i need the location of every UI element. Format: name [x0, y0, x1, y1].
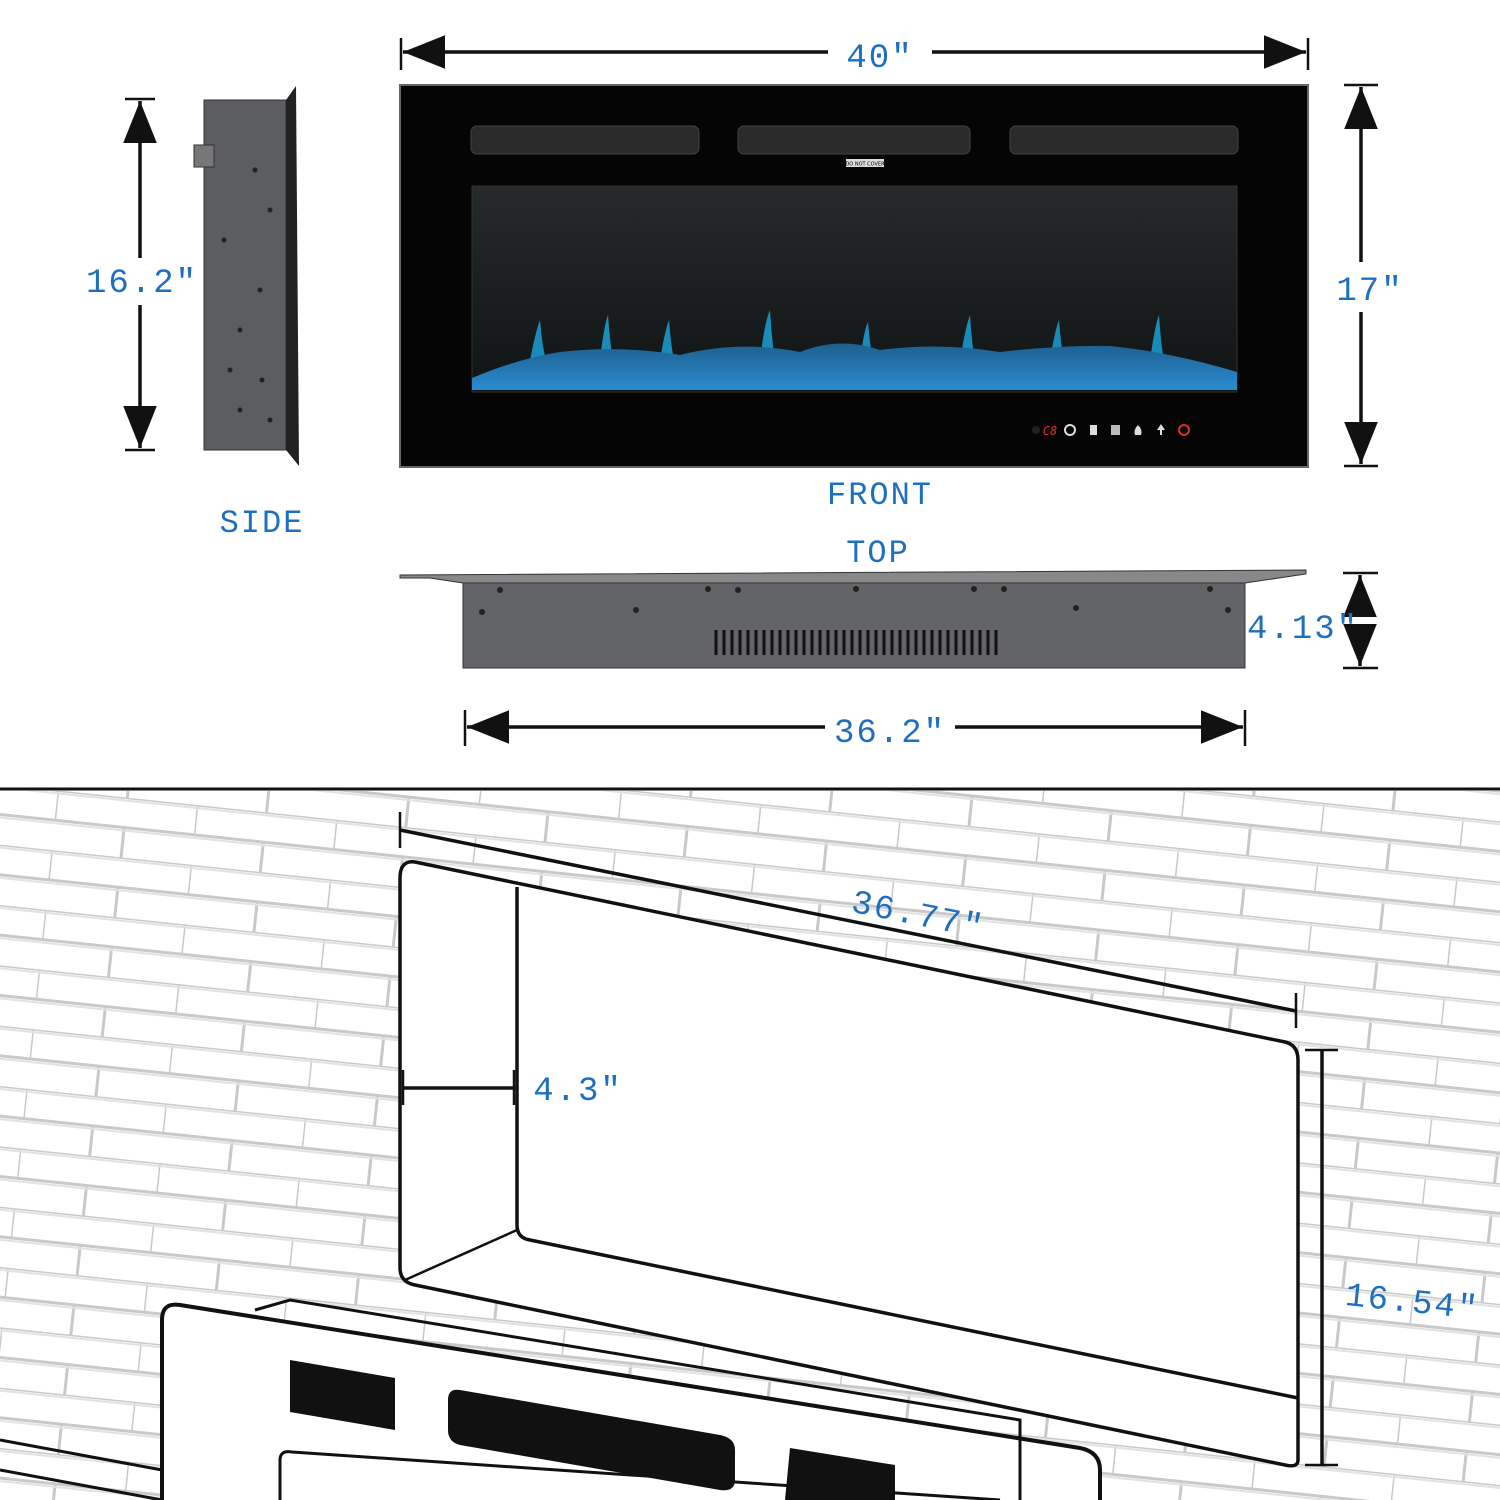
wall-recess-drawing [398, 860, 1300, 1468]
fireplace-top-view [399, 569, 1307, 669]
fireplace-side-view: 16.2" [86, 86, 299, 466]
top-view-label: TOP [846, 535, 910, 572]
fan-low-icon[interactable] [1090, 425, 1097, 435]
moon-icon[interactable] [1064, 424, 1076, 436]
side-height-label: 16.2" [86, 265, 198, 303]
front-width-dimension: 40" [399, 35, 1310, 78]
front-height-dimension: 17" [1336, 83, 1403, 468]
top-depth-label: 4.13" [1247, 611, 1359, 649]
front-view-label: FRONT [827, 477, 933, 514]
top-depth-dimension: 4.13" [1247, 571, 1378, 670]
fireplace-front-view: DO NOT COVER C8 [399, 84, 1309, 468]
rear-vent-slots [714, 630, 998, 655]
control-panel: C8 [1032, 424, 1190, 438]
top-width-dimension: 36.2" [463, 710, 1247, 753]
fireplace-sketch [0, 1298, 1102, 1500]
recess-depth-label: 4.3" [533, 1073, 623, 1111]
fan-high-icon[interactable] [1111, 425, 1120, 435]
top-width-label: 36.2" [834, 715, 946, 753]
ember-bed-logs [472, 343, 1237, 390]
front-width-label: 40" [846, 40, 913, 78]
front-height-label: 17" [1336, 273, 1403, 311]
side-view-label: SIDE [220, 505, 305, 542]
power-icon[interactable] [1178, 424, 1190, 436]
flame-icon[interactable] [1134, 425, 1142, 435]
timer-icon[interactable] [1032, 426, 1040, 434]
vent-grilles [470, 125, 1239, 155]
display-readout: C8 [1043, 424, 1057, 438]
light-icon[interactable] [1157, 424, 1165, 435]
do-not-cover-label: DO NOT COVER [845, 162, 885, 168]
recess-depth-dimension: 4.3" [401, 1070, 623, 1111]
